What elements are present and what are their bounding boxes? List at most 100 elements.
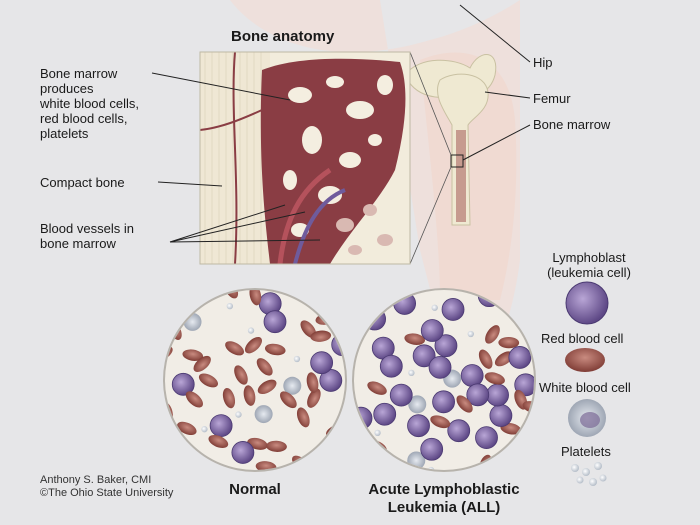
red-blood-cell	[257, 379, 277, 395]
lymphoblast-cell	[441, 298, 465, 321]
legend-red-blood-cell-label: Red blood cell	[541, 331, 624, 346]
caption-line: Acute Lymphoblastic	[368, 481, 520, 498]
label-line: bone marrow	[40, 236, 116, 251]
red-blood-cell	[367, 381, 387, 395]
red-blood-cell	[296, 407, 310, 428]
white-blood-cell	[254, 405, 273, 424]
lymphoblast-cell	[514, 373, 534, 397]
red-blood-cell	[456, 395, 473, 413]
platelet	[408, 369, 415, 377]
red-blood-cell	[494, 351, 514, 367]
platelet	[431, 304, 438, 311]
label-compact-bone: Compact bone	[40, 175, 125, 190]
red-blood-cell	[306, 372, 319, 393]
red-blood-cell	[225, 341, 245, 356]
red-blood-cell	[307, 388, 321, 408]
label-femur: Femur	[533, 91, 571, 106]
red-blood-cell	[485, 325, 500, 344]
platelet	[374, 429, 381, 437]
lymphoblast-cell	[428, 355, 452, 379]
label-bone-marrow-produces: Bone marrow produces white blood cells, …	[40, 66, 139, 141]
label-line: Lymphoblast	[552, 250, 626, 265]
lymphoblast-cell	[466, 383, 490, 407]
platelet	[467, 330, 474, 338]
lymphoblast-cell	[420, 319, 444, 342]
lymphoblast-cell	[363, 307, 387, 331]
label-line: Blood vessels in	[40, 221, 134, 236]
white-blood-cell	[408, 395, 427, 414]
red-blood-cell	[243, 385, 256, 406]
red-blood-cell	[249, 290, 262, 306]
white-blood-cell	[283, 376, 302, 395]
caption-normal: Normal	[229, 481, 281, 498]
lymphoblast-cell	[263, 310, 287, 334]
red-blood-cell	[244, 336, 262, 354]
credit-line: ©The Ohio State University	[40, 487, 174, 499]
lymphoblast-cell	[460, 364, 484, 387]
lymphoblast-cell	[389, 383, 413, 407]
red-blood-cell	[264, 343, 286, 356]
lymphoblast-cell	[434, 334, 458, 358]
red-blood-cell	[208, 435, 229, 448]
legend-white-blood-cell-label: White blood cell	[539, 380, 631, 395]
red-blood-cell	[256, 358, 273, 376]
red-blood-cell	[404, 333, 426, 345]
leader-lines	[151, 4, 531, 243]
lymphoblast-cell	[319, 369, 343, 392]
lymphoblast-cell	[373, 402, 397, 426]
lymphoblast-cell	[447, 419, 471, 443]
red-blood-cell	[177, 421, 197, 436]
legend-lymphoblast-label: Lymphoblast (leukemia cell)	[544, 250, 634, 280]
platelet	[293, 355, 301, 363]
red-blood-cell	[234, 365, 248, 385]
platelet	[527, 335, 534, 342]
legend-lymphoblast-cell	[565, 281, 609, 325]
red-blood-cell	[182, 349, 204, 361]
label-blood-vessels: Blood vessels in bone marrow	[40, 221, 134, 251]
legend-red-blood-cell	[565, 348, 605, 372]
lymphoblast-cell	[412, 344, 436, 368]
legend-platelets-label: Platelets	[561, 444, 611, 459]
red-blood-cell	[193, 355, 211, 372]
diagram-title: Bone anatomy	[231, 28, 335, 45]
red-blood-cell	[430, 415, 451, 429]
lymphoblast-cell	[508, 346, 532, 369]
label-line: (leukemia cell)	[547, 265, 631, 280]
lymphoblast-cell	[475, 426, 498, 450]
credit-line: Anthony S. Baker, CMI	[40, 474, 152, 486]
red-blood-cell	[310, 330, 332, 342]
platelet	[235, 411, 242, 418]
red-blood-cell	[478, 349, 493, 369]
caption-line: Leukemia (ALL)	[387, 499, 501, 516]
platelet	[427, 466, 435, 470]
lymphoblast-cell	[171, 372, 195, 396]
lymphoblast-cell	[489, 404, 513, 427]
label-line: red blood cells,	[40, 111, 128, 126]
platelet	[226, 303, 233, 310]
red-blood-cell	[484, 372, 505, 385]
zoom-box	[450, 154, 464, 168]
lymphoblast-cell	[209, 414, 233, 437]
platelet	[247, 327, 255, 334]
red-blood-cell	[266, 440, 287, 452]
lymphoblast-cell	[310, 351, 334, 375]
red-blood-cell	[185, 391, 203, 408]
label-line: Bone marrow	[40, 66, 118, 81]
platelet	[201, 426, 208, 433]
credit: Anthony S. Baker, CMI ©The Ohio State Un…	[40, 474, 173, 500]
red-blood-cell	[198, 373, 219, 388]
femur-marrow	[456, 130, 466, 222]
label-bone-marrow: Bone marrow	[533, 117, 611, 132]
red-blood-cell	[222, 387, 236, 409]
lymphoblast-cell	[379, 354, 403, 378]
label-line: produces	[40, 81, 94, 96]
lymphoblast-cell	[407, 414, 430, 438]
lymphoblast-cell	[432, 390, 455, 414]
platelet	[354, 354, 355, 361]
legend-platelets	[571, 462, 607, 486]
legend-white-blood-cell	[568, 399, 606, 437]
red-blood-cell	[280, 391, 297, 409]
label-line: white blood cells,	[40, 96, 139, 111]
